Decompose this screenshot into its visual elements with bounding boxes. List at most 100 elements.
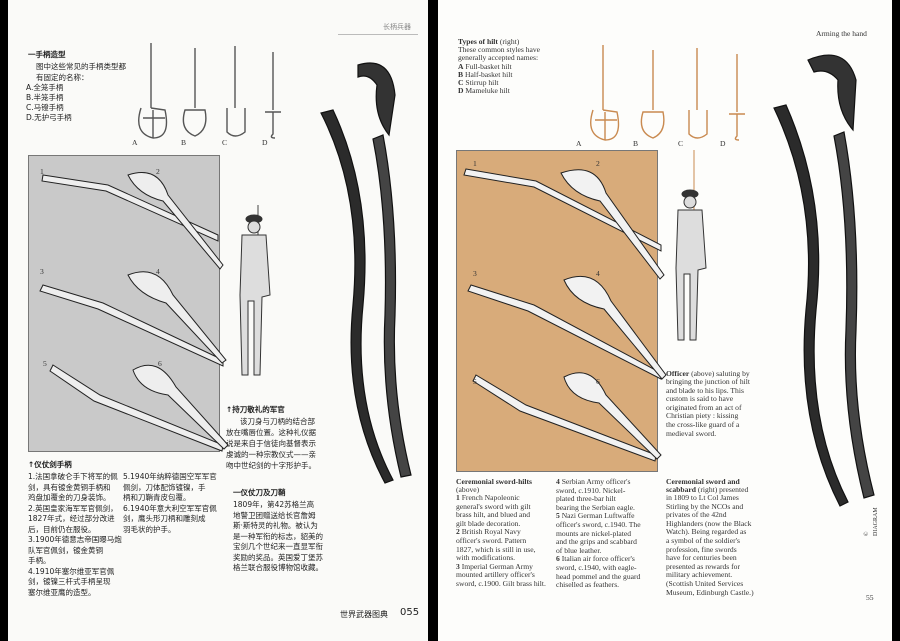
- caption-line: in 1809 to Lt Col James: [666, 493, 739, 502]
- callout-3: 3: [473, 269, 477, 278]
- caption-line: medieval sword.: [666, 428, 717, 438]
- caption-line: general's sword with gilt: [456, 501, 531, 512]
- callout-1: 1: [473, 159, 477, 168]
- hilt-types-title: Types of hilt: [458, 37, 498, 46]
- caption-line: sword, c.1940, with eagle-: [556, 563, 637, 573]
- callout-2: 2: [596, 159, 600, 168]
- running-header: Arming the hand: [816, 29, 867, 38]
- hilt-label: A: [132, 138, 138, 147]
- officer-line: 放在嘴唇位置。这种礼仪据: [226, 428, 316, 437]
- hilts-caption-subtitle: (above): [456, 485, 480, 494]
- caption-line: 4.1910年塞尔维亚军官佩: [28, 566, 115, 576]
- caption-line: 地警卫团赠送给长官詹姆: [233, 510, 316, 520]
- ceremonial-swords-illustration: [463, 168, 667, 462]
- hilts-caption-title: ↑仪仗剑手柄: [28, 460, 72, 469]
- caption-line: 手柄。: [28, 556, 51, 565]
- caption-line: of blue leather.: [556, 545, 602, 556]
- callout-5: 5: [473, 377, 477, 386]
- hilt-type-text: Mameluke hilt: [465, 86, 510, 95]
- item-text: plated three-bar hilt: [556, 494, 616, 504]
- caption-line: 6.1940年意大利空军军官佩: [123, 503, 217, 513]
- scabbard-title-line2: scabbard (right) presented: [666, 485, 749, 495]
- caption-line: 5.1940年纳粹德国空军军官: [123, 472, 217, 481]
- caption-line: 奖励的奖品。英国爱丁堡苏: [233, 552, 323, 562]
- hilt-type-letter: C: [458, 78, 464, 87]
- officer-figure: [239, 205, 271, 376]
- caption-line: 2 British Royal Navy: [456, 528, 521, 537]
- item-text: Serbian Army officer's: [559, 477, 631, 486]
- caption-line: 鸡盘加覆金的刀身装饰。: [28, 493, 111, 502]
- caption-line: presented as rewards for: [666, 561, 741, 571]
- hilt-type-item: D Mameluke hilt: [458, 86, 510, 96]
- item-text: of blue leather.: [556, 545, 602, 555]
- hilt-type-letter: B: [458, 70, 464, 79]
- item-number: 6: [556, 554, 560, 564]
- caption-line: sword, c.1900. Gilt brass hilt.: [456, 579, 546, 589]
- caption-line: a symbol of the soldier's: [666, 536, 740, 545]
- scabbard-line: (right) presented: [695, 485, 749, 494]
- ceremonial-swords-illustration: [39, 172, 229, 452]
- hilt-type-item: C Stirrup hilt: [458, 78, 499, 88]
- item-text: 1827, which is still in use,: [456, 544, 536, 554]
- item-text: sword, c.1910. Nickel-: [556, 485, 626, 495]
- caption-line: the cross-like guard of a: [666, 420, 740, 429]
- hilt-type-item: C.马镫手柄: [26, 103, 64, 112]
- callout-6: 6: [596, 377, 600, 386]
- item-text: mounted artillery officer's: [456, 570, 535, 580]
- officer-line: 说是来自于信徒向基督表示: [226, 439, 316, 448]
- hilt-sketches: [138, 43, 281, 139]
- caption-line: 柄和刀鞘青皮包覆。: [123, 493, 191, 502]
- item-number: 4: [556, 477, 560, 486]
- caption-line: with modifications.: [456, 553, 516, 563]
- sword-and-scabbard-illustration: [773, 54, 875, 507]
- caption-line: 剑，具有镀金黄铜手柄和: [28, 482, 111, 492]
- page-number: 55: [866, 593, 874, 602]
- caption-line: sword, c.1910. Nickel-: [556, 485, 626, 496]
- caption-line: 1.法国拿破仑手下将军的佩: [28, 472, 118, 481]
- hilt-label: B: [633, 139, 639, 148]
- page-number: 055: [400, 607, 420, 618]
- hilt-type-item: B.半笼手柄: [26, 93, 64, 102]
- caption-line: 1827年式，经过部分改进: [28, 514, 115, 523]
- caption-line: 羽毛状的护手。: [123, 524, 176, 534]
- hilt-label: A: [576, 139, 582, 148]
- caption-line: Watch). Being regarded as: [666, 527, 747, 537]
- caption-line: 2.英国皇家海军军官佩剑，: [28, 503, 118, 513]
- item-text: French Napoleonic: [459, 493, 520, 502]
- scabbard-title: Ceremonial sword and: [666, 477, 740, 486]
- caption-line: military achievement.: [666, 570, 733, 580]
- caption-line: 3.1900年德意志帝国曝马炮: [28, 535, 122, 544]
- caption-line: mounts are nickel-plated: [556, 529, 631, 539]
- image-credit: © DIAGRAM: [864, 507, 879, 536]
- hilt-label: B: [181, 138, 187, 147]
- caption-line: 后，目前仍在服役。: [28, 524, 96, 534]
- caption-line: have for centuries been: [666, 553, 737, 563]
- scabbard-title: 一仪仗刀及刀鞘: [233, 488, 286, 497]
- hilt-type-letter: D: [458, 86, 464, 95]
- caption-line: 宝剑几个世纪来一直显军衔: [233, 542, 323, 551]
- caption-line: 斯·斯特灵的礼物。被认为: [233, 521, 318, 530]
- callout-6: 6: [158, 359, 162, 368]
- item-number: 1: [456, 493, 460, 502]
- item-text: chiselled as feathers.: [556, 580, 620, 590]
- item-text: general's sword with gilt: [456, 501, 531, 511]
- callout-5: 5: [43, 359, 47, 368]
- caption-line: and the grips and scabbard: [556, 537, 637, 547]
- caption-line: 队军官佩剑，镀金黄铜: [28, 545, 103, 555]
- item-text: British Royal Navy: [459, 527, 521, 537]
- hilt-type-item: B Half-basket hilt: [458, 70, 512, 80]
- hilt-type-text: Stirrup hilt: [465, 78, 499, 87]
- hilt-label: D: [262, 138, 268, 147]
- caption-line: officer's sword, c.1940. The: [556, 520, 641, 530]
- left-page: 长柄兵器 一手柄造型 图中这些常见的手柄类型都有固定的名称： A.全笼手柄 B.…: [8, 0, 428, 641]
- callout-1: 1: [40, 167, 44, 176]
- hilt-type-item: D.无护弓手柄: [26, 113, 72, 122]
- item-text: Nazi German Luftwaffe: [559, 511, 635, 521]
- item-text: gilt blade decoration.: [456, 518, 521, 528]
- scabbard-title2: scabbard: [666, 485, 696, 494]
- hilt-type-text: Full-basket hilt: [465, 62, 512, 71]
- caption-line: gilt blade decoration.: [456, 518, 521, 529]
- officer-title: Officer: [666, 369, 690, 378]
- item-text: bearing the Serbian eagle.: [556, 502, 635, 512]
- item-text: with modifications.: [456, 553, 516, 563]
